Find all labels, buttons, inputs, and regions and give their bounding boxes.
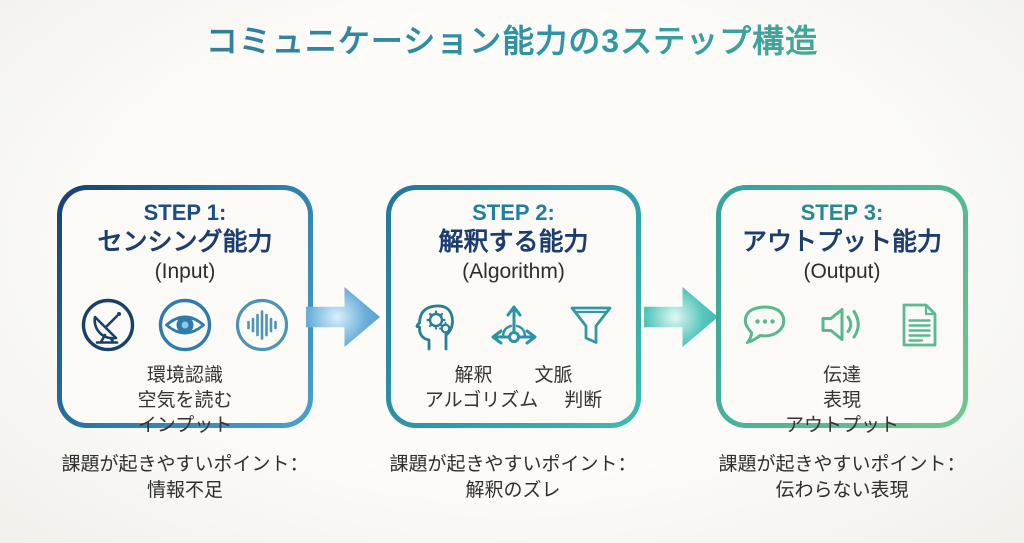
document-icon — [902, 303, 937, 347]
keyword: 解釈 — [454, 365, 493, 386]
head-gears-icon — [415, 304, 454, 351]
step-1-subtitle: (Input) — [154, 260, 216, 283]
step-1-keywords: 環境認識 空気を読む インプット — [62, 363, 308, 438]
issue-label: 課題が起きやすいポイント： — [718, 454, 966, 475]
funnel-icon — [570, 306, 611, 344]
keyword: 判断 — [564, 390, 603, 411]
issue-text: 伝わらない表現 — [775, 480, 909, 501]
step-3-issue-caption: 課題が起きやすいポイント： 伝わらない表現 — [682, 452, 1002, 504]
step-3-name: アウトプット能力 — [741, 228, 942, 256]
audio-wave-icon — [235, 298, 289, 352]
speech-bubble-icon — [743, 305, 786, 344]
step-3-subtitle: (Output) — [803, 260, 881, 283]
eye-icon — [158, 298, 212, 352]
step-2-card-inner: STEP 2: 解釈する能力 (Algorithm) — [391, 190, 636, 423]
keyword: 環境認識 — [146, 365, 223, 386]
keyword: 空気を読む — [137, 390, 233, 411]
step-2-label: STEP 2: — [472, 200, 555, 225]
step-2-issue-caption: 課題が起きやすいポイント： 解釈のズレ — [353, 452, 673, 504]
step-3-card: STEP 3: アウトプット能力 (Output) — [716, 185, 968, 436]
keyword: 表現 — [822, 390, 861, 411]
issue-text: 情報不足 — [146, 480, 223, 501]
step-2-card: STEP 2: 解釈する能力 (Algorithm) — [386, 185, 641, 428]
arrow-right-icon — [644, 287, 718, 347]
step-2-icon-row — [391, 296, 636, 354]
step-2-keywords: 解釈 文脈 アルゴリズム 判断 — [391, 363, 636, 413]
step-1-card-inner: STEP 1: センシング能力 (Input) — [62, 190, 308, 436]
step-1-name: センシング能力 — [97, 228, 273, 256]
step-2-subtitle: (Algorithm) — [462, 260, 565, 283]
step-1-card: STEP 1: センシング能力 (Input) — [57, 185, 313, 436]
satellite-dish-icon — [81, 298, 135, 352]
step-3-label: STEP 3: — [800, 200, 884, 225]
issue-label: 課題が起きやすいポイント： — [61, 454, 309, 475]
keyword: インプット — [137, 415, 233, 436]
keyword: 伝達 — [822, 365, 861, 386]
step-3-icon-row — [721, 296, 963, 354]
speaker-icon — [821, 308, 860, 341]
step-1-label: STEP 1: — [143, 200, 227, 225]
issue-text: 解釈のズレ — [465, 480, 561, 501]
keyword: 文脈 — [534, 365, 573, 386]
keyword: アウトプット — [784, 415, 899, 436]
step-1-icon-row — [62, 296, 308, 354]
arrow-right-icon — [306, 287, 380, 347]
branch-arrows-icon — [491, 305, 536, 345]
issue-label: 課題が起きやすいポイント： — [389, 454, 637, 475]
step-2-name: 解釈する能力 — [438, 228, 589, 256]
keyword: アルゴリズム — [424, 390, 539, 411]
step-3-keywords: 伝達 表現 アウトプット — [721, 363, 963, 438]
step-3-card-inner: STEP 3: アウトプット能力 (Output) — [721, 190, 963, 436]
step-1-issue-caption: 課題が起きやすいポイント： 情報不足 — [25, 452, 345, 504]
page-title: コミュニケーション能力の3ステップ構造 — [0, 16, 1024, 62]
